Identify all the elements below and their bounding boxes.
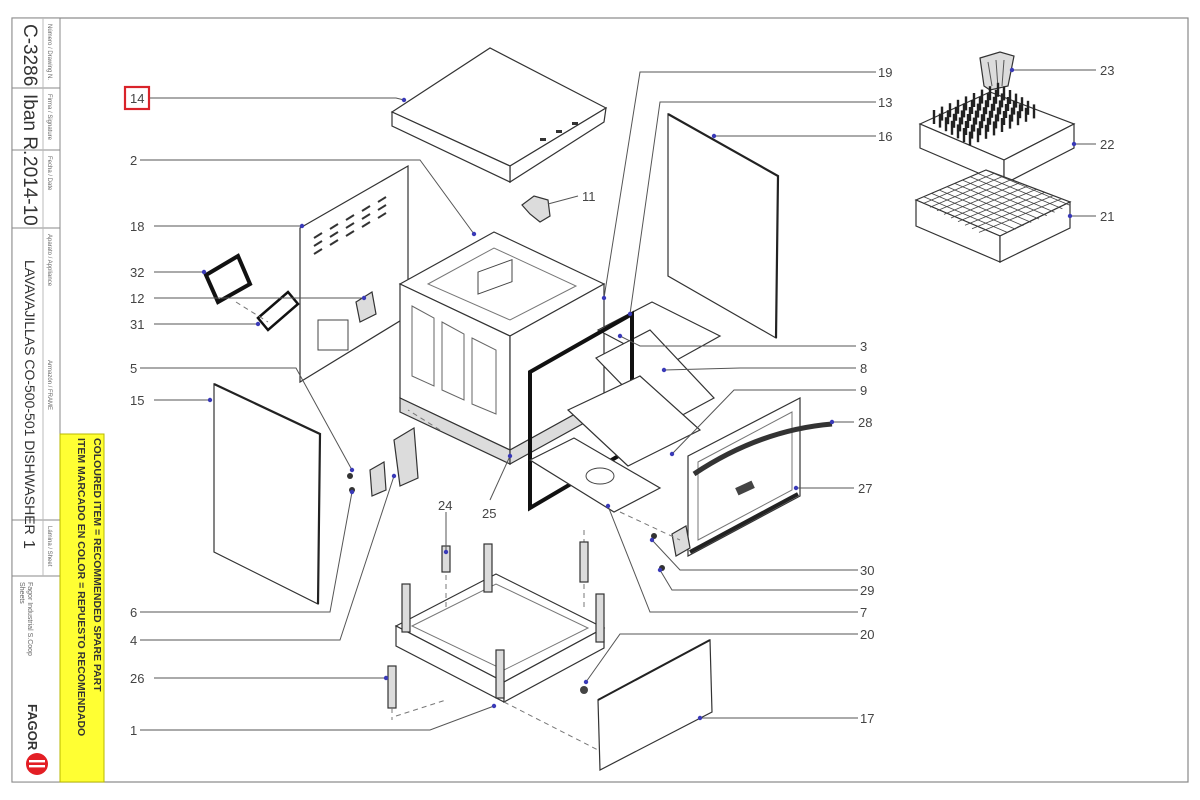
date-caption: Fecha / Date <box>46 156 52 191</box>
part-16-side-panel <box>667 112 780 340</box>
appliance-description: LAVAVAJILLAS CO-500-501 DISHWASHER <box>22 260 38 535</box>
title-block-frame <box>11 17 61 783</box>
callout-23: 23 <box>1100 63 1114 78</box>
fagor-logo-icon <box>26 753 48 775</box>
callout-19: 19 <box>878 65 892 80</box>
part-14-top-cover <box>390 47 608 184</box>
date: 2014-10 <box>19 156 40 226</box>
part-4b-bracket <box>369 461 387 497</box>
callout-2: 2 <box>130 153 137 168</box>
highlight-box-part-14 <box>123 85 151 111</box>
part-15-side-panel <box>213 383 322 605</box>
company-name: Fagor Industrial S.Coop <box>26 582 33 656</box>
notice-en: COLOURED ITEM = RECOMMENDED SPARE PART <box>91 438 103 692</box>
sheet-caption: Lámina / Sheet <box>46 526 52 567</box>
callout-16: 16 <box>878 129 892 144</box>
signature: Iban R. <box>19 94 40 155</box>
part-12-switch <box>355 291 377 323</box>
part-27-door <box>687 397 833 558</box>
recommended-spare-part-notice <box>59 433 105 783</box>
appliance-caption: Aparato / Appliance <box>46 234 52 287</box>
part-32-frame <box>203 253 253 305</box>
callout-26: 26 <box>130 671 144 686</box>
fagor-logo-text: FAGOR <box>25 704 40 751</box>
callout-21: 21 <box>1100 209 1114 224</box>
callout-29: 29 <box>860 583 874 598</box>
part-7-bottom-tank <box>528 437 662 513</box>
callout-labels: 14 19 13 16 2 11 18 32 12 31 3 8 5 9 15 … <box>130 63 1114 738</box>
callout-30: 30 <box>860 563 874 578</box>
part-9-filter <box>566 375 702 467</box>
callout-6: 6 <box>130 605 137 620</box>
callout-27: 27 <box>858 481 872 496</box>
sheet-number: 1 <box>20 540 37 549</box>
part-1-base-frame <box>394 543 606 704</box>
callout-31: 31 <box>130 317 144 332</box>
callout-22: 22 <box>1100 137 1114 152</box>
part-26-leg <box>387 665 397 709</box>
title-block: C-3286 Número / Drawing N. Iban R. Firma… <box>11 17 105 783</box>
callout-11: 11 <box>582 189 596 204</box>
frame-caption: Armazón / FRAME <box>46 360 52 410</box>
callout-1: 1 <box>130 723 137 738</box>
part-20-foot <box>580 686 588 694</box>
callout-25: 25 <box>482 506 496 521</box>
callout-4: 4 <box>130 633 137 648</box>
company-sub: Sheets <box>18 582 25 604</box>
callout-24: 24 <box>438 498 452 513</box>
callout-28: 28 <box>858 415 872 430</box>
callout-15: 15 <box>130 393 144 408</box>
callout-7: 7 <box>860 605 867 620</box>
part-21-base-rack <box>914 169 1072 263</box>
signature-caption: Firma / Signature <box>46 94 52 141</box>
leader-lines <box>140 69 1096 731</box>
part-17-front-skirt <box>597 639 713 771</box>
drawing-number-caption: Número / Drawing N. <box>46 24 52 80</box>
callout-8: 8 <box>860 361 867 376</box>
part-4-bracket <box>393 426 419 487</box>
notice-es: ITEM MARCADO EN COLOR = REPUESTO RECOMEN… <box>75 438 87 736</box>
callout-12: 12 <box>130 291 144 306</box>
leader-arrowheads <box>201 67 1077 721</box>
callout-9: 9 <box>860 383 867 398</box>
callout-14: 14 <box>130 91 144 106</box>
part-29-screw <box>651 533 657 539</box>
part-5-screw <box>347 473 353 479</box>
part-22-plate-rack <box>918 82 1076 185</box>
callout-17: 17 <box>860 711 874 726</box>
callout-32: 32 <box>130 265 144 280</box>
drawing-number: C-3286 <box>19 24 40 86</box>
part-31-gasket <box>256 290 300 332</box>
callout-18: 18 <box>130 219 144 234</box>
callout-20: 20 <box>860 627 874 642</box>
part-11-bracket <box>521 195 551 223</box>
part-28-door-handle <box>692 421 833 477</box>
part-30-hinge <box>671 525 691 557</box>
callout-13: 13 <box>878 95 892 110</box>
callout-3: 3 <box>860 339 867 354</box>
callout-5: 5 <box>130 361 137 376</box>
